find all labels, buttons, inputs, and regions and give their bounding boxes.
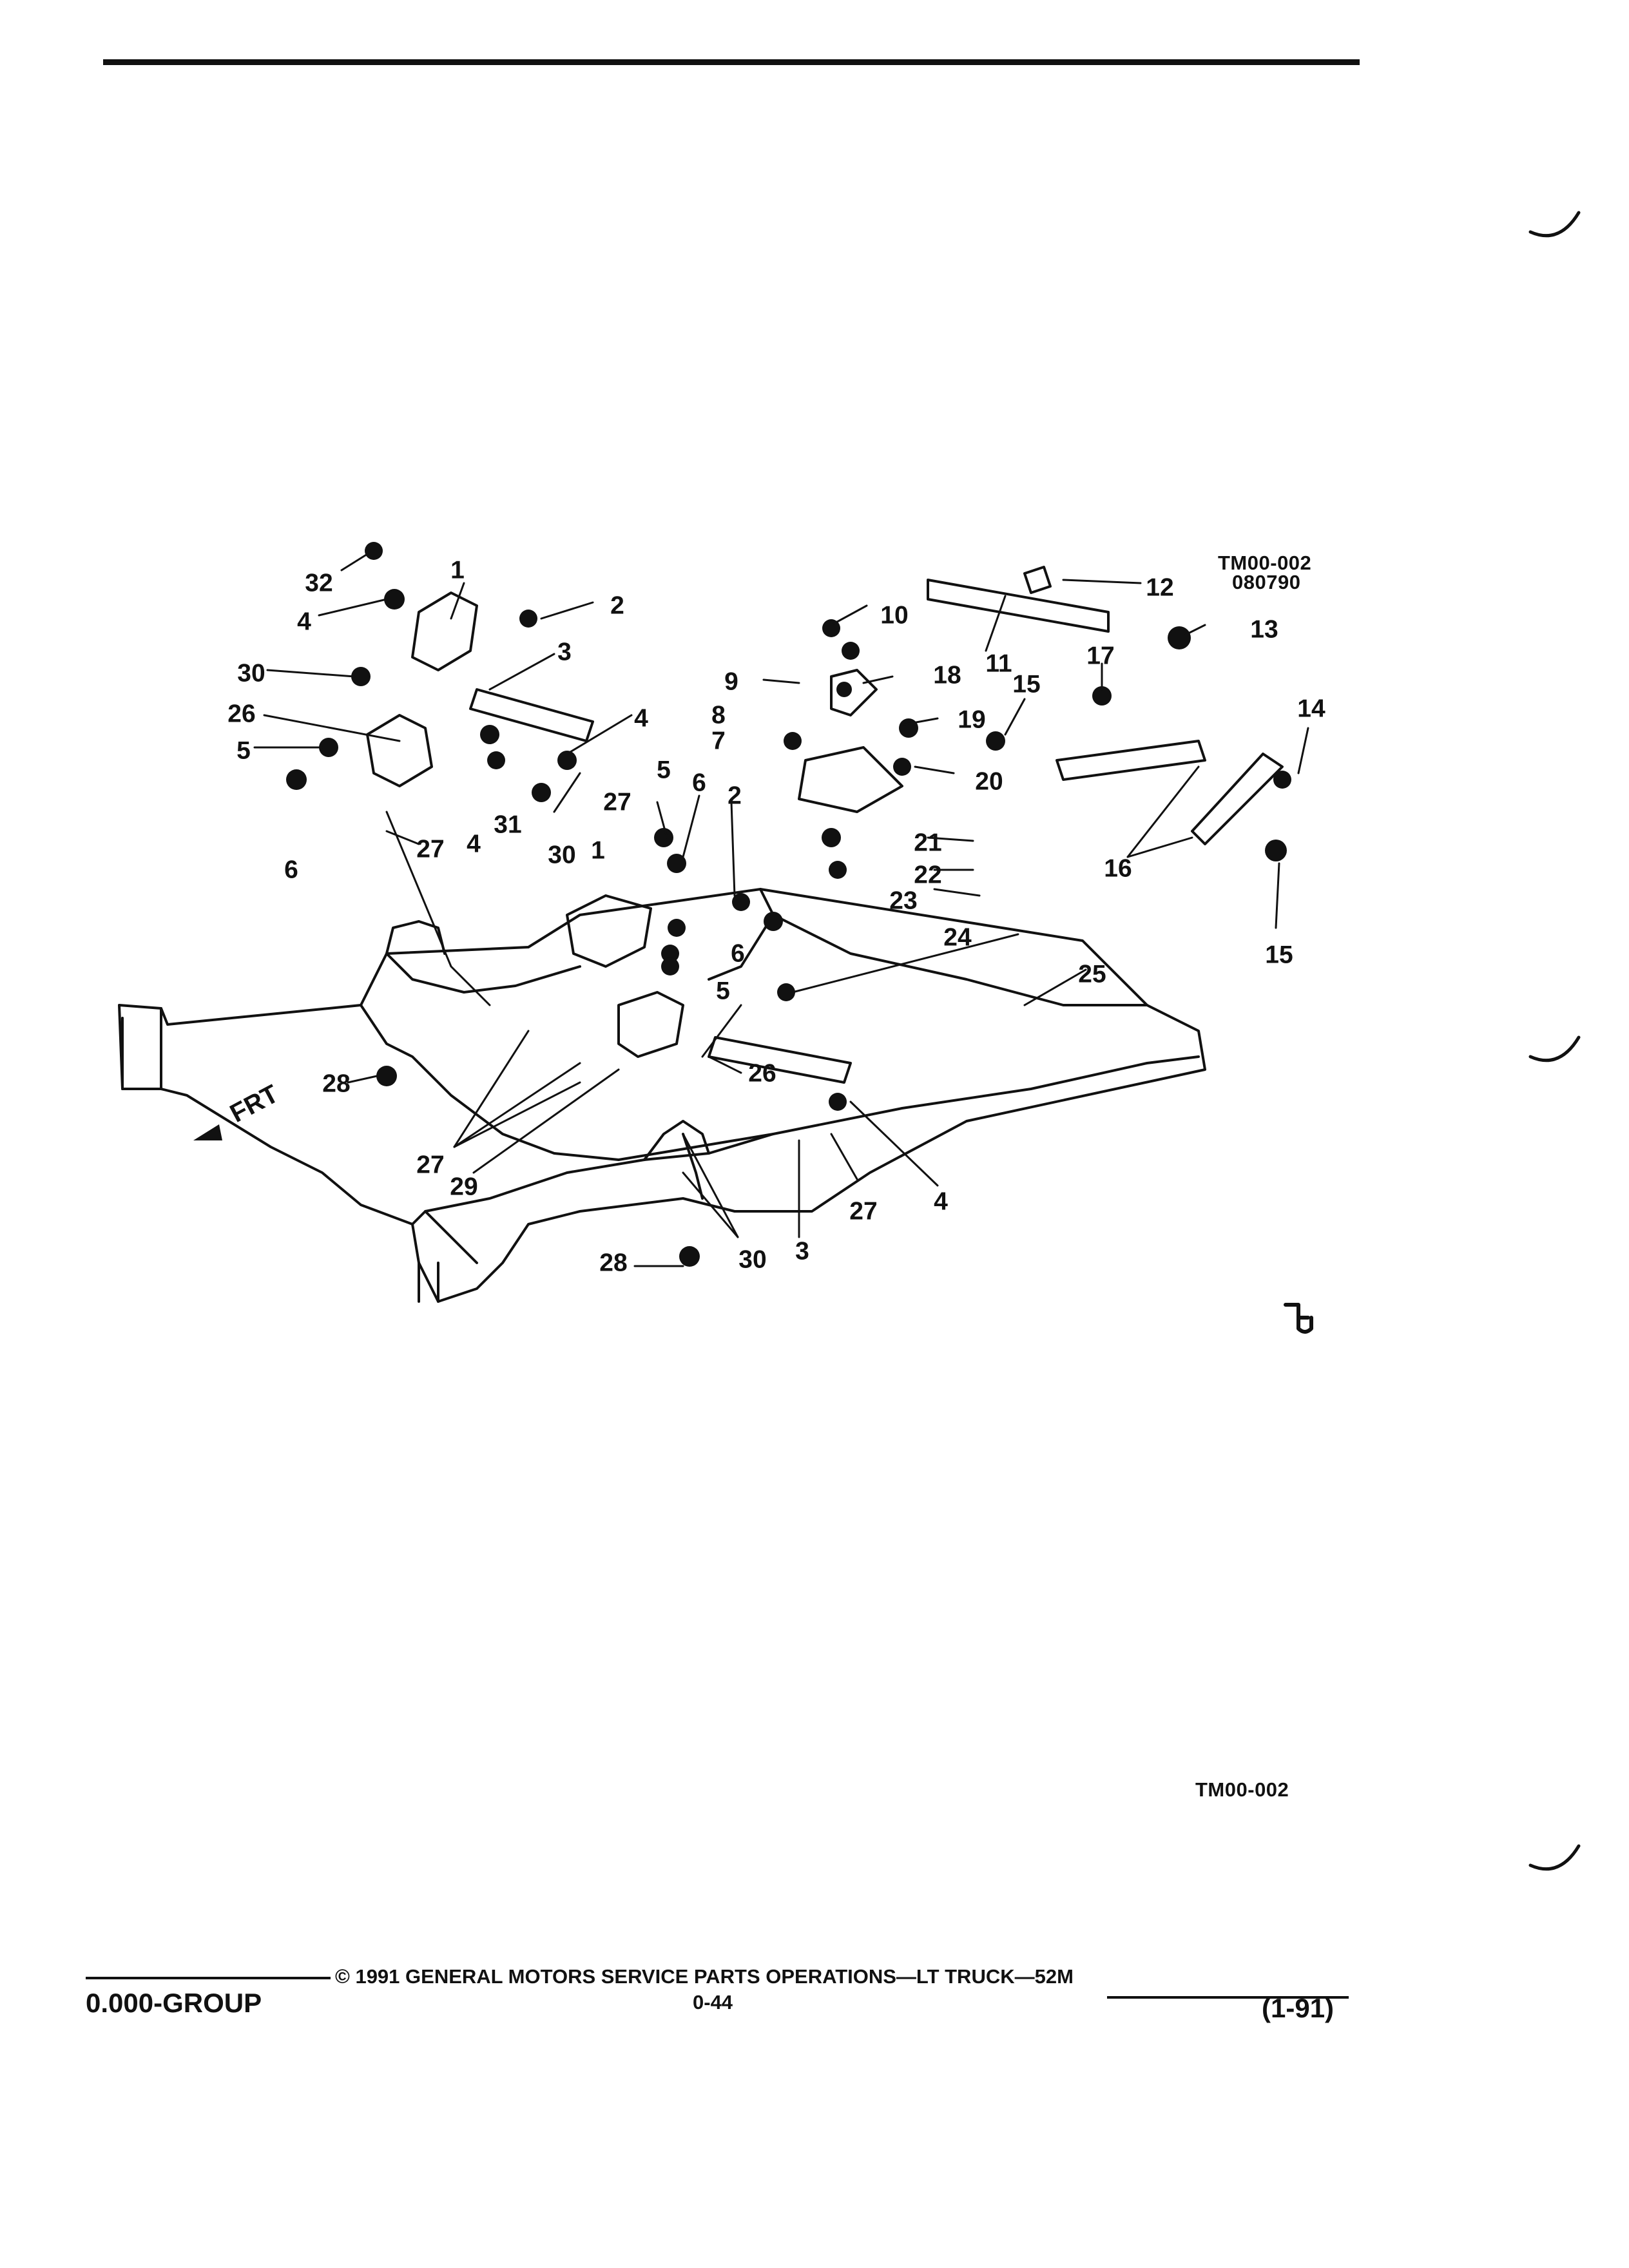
callout: 6 [692,769,706,797]
top-rule [103,59,1360,65]
callout: 26 [748,1059,776,1088]
callout: 4 [467,830,481,858]
sgu-logo [1284,1303,1313,1334]
callout: 27 [416,1151,445,1179]
footer-edition: (1-91) [1262,1993,1335,2023]
callout: 4 [934,1187,948,1216]
callout: 29 [450,1173,478,1201]
callout: 4 [297,608,311,636]
callout: 6 [731,939,745,968]
callout: 15 [1265,941,1293,969]
callout: 9 [724,668,738,696]
mount-brackets [366,591,903,1058]
figure-ref-code: TM00-002 [1218,552,1312,574]
front-arrow [193,1124,222,1140]
callout: 31 [494,811,522,839]
callout: 15 [1012,670,1041,698]
callout: 2 [610,591,624,620]
callout: 23 [889,887,918,915]
callout: 17 [1086,642,1115,670]
callout: 28 [599,1249,628,1277]
footer-copyright: © 1991 GENERAL MOTORS SERVICE PARTS OPER… [335,1965,1074,1988]
callout: 10 [880,601,909,629]
footer-rule-left [86,1977,331,1979]
callout: 5 [657,756,671,784]
callout: 24 [943,923,972,952]
callout: 21 [914,829,942,857]
figure-ref-date: 080790 [1232,571,1301,593]
callout: 30 [237,659,265,687]
footer-rule-right [1107,1996,1349,1999]
figure-bottom-code: TM00-002 [1195,1778,1289,1801]
callout: 4 [634,704,648,733]
callout: 8 [711,701,726,729]
callout: 12 [1146,573,1174,602]
callout: 19 [958,706,986,734]
rods-and-links [469,566,1284,1084]
callout: 16 [1104,854,1132,883]
callout: 1 [450,556,465,584]
callout: 14 [1297,695,1325,723]
callout: 2 [728,782,742,810]
callout: 22 [914,861,942,889]
callout: 18 [933,661,961,689]
callout: 30 [738,1245,767,1274]
callout: 3 [795,1237,809,1265]
callout: 27 [849,1197,878,1225]
callout: 28 [322,1070,351,1098]
footer-page-number: 0-44 [693,1991,733,2013]
leader-lines [253,553,1309,1267]
callout: 11 [985,649,1012,678]
frame [118,888,1206,1303]
callout: 3 [557,638,572,666]
callout: 20 [975,767,1003,796]
callout: 26 [227,700,256,728]
callout: 7 [711,727,726,755]
callout: 27 [603,788,631,816]
callout: 32 [305,569,333,597]
callout: 27 [416,835,445,863]
callout: 5 [716,977,730,1005]
callout: 13 [1250,615,1278,644]
fasteners [286,542,1291,1267]
margin-marks [1528,211,1581,1871]
callout: 1 [591,836,605,865]
callout: 6 [284,856,298,884]
callout: 30 [548,841,576,869]
callout: 25 [1078,960,1106,988]
footer-group: 0.000-GROUP [86,1988,262,2018]
callout: 5 [236,736,251,765]
